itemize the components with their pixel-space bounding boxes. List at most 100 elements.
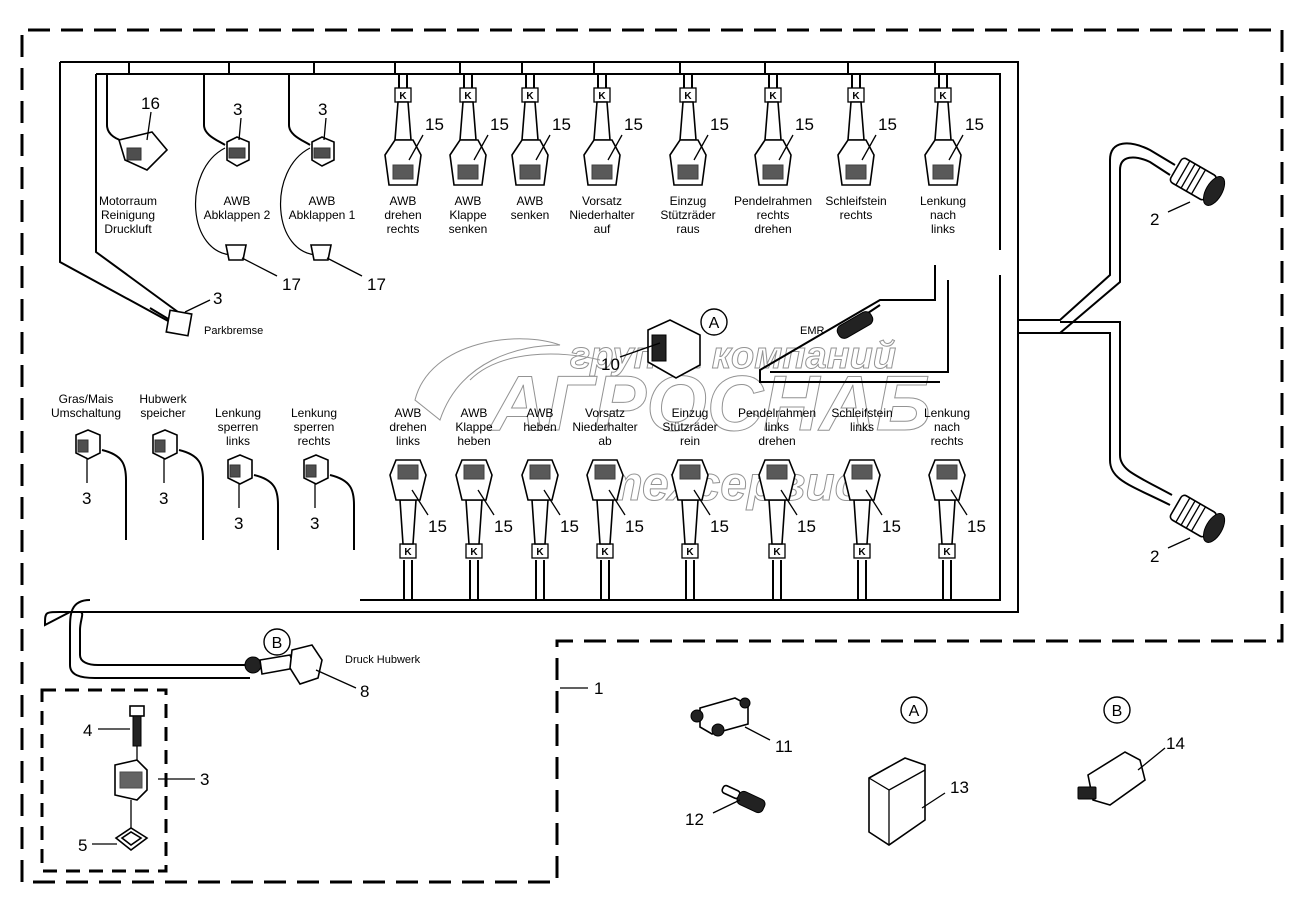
connector-label: Einzug <box>672 406 709 420</box>
seal[interactable]: 5 <box>78 827 149 855</box>
connector-label: Pendelrahmen <box>734 194 812 208</box>
cable-boot-icon <box>596 499 614 545</box>
part-number: 3 <box>213 289 222 308</box>
pressure-sensor-icon <box>225 244 247 261</box>
callout-letter: B <box>272 635 283 652</box>
sub-part-number: 17 <box>282 275 301 294</box>
connector-label: Klappe <box>455 420 493 434</box>
cable-boot-icon <box>593 101 611 141</box>
druck-hubwerk-label: Druck Hubwerk <box>345 654 421 666</box>
connector-label: Niederhalter <box>569 208 634 222</box>
sub-part-number: 17 <box>367 275 386 294</box>
connector-label: Niederhalter <box>572 420 637 434</box>
connector-label: rechts <box>757 208 790 222</box>
connector-label: raus <box>676 222 699 236</box>
branch-riser <box>857 560 867 600</box>
part-13-module[interactable]: A 13 <box>868 696 969 846</box>
connector-label: sperren <box>218 420 259 434</box>
k-marker-label: K <box>470 547 478 558</box>
k-marker-label: K <box>404 547 412 558</box>
connector-label: Einzug <box>670 194 707 208</box>
part-number: 15 <box>624 115 643 134</box>
connector-label: speicher <box>140 406 185 420</box>
connector-label: links <box>396 434 420 448</box>
part-14-pressure-switch[interactable]: B 14 <box>1077 696 1185 806</box>
part-number: 15 <box>795 115 814 134</box>
branch-riser <box>942 560 952 600</box>
part-number: 15 <box>710 115 729 134</box>
parkbremse-connector[interactable]: 3 Parkbremse <box>149 289 263 337</box>
branch-riser <box>600 560 610 600</box>
k-marker-label: K <box>684 91 692 102</box>
t-adapter-icon <box>699 697 749 735</box>
t-adapter[interactable]: 11 <box>690 697 793 756</box>
part-number: 16 <box>141 94 160 113</box>
main-connector-top[interactable]: 2 <box>1150 155 1229 229</box>
connector-label: rechts <box>298 434 331 448</box>
connector-label: Druckluft <box>104 222 152 236</box>
pressure-switch-icon <box>1087 751 1146 806</box>
connector-label: Abklappen 1 <box>289 208 356 222</box>
callout-circle-b <box>263 628 291 656</box>
bolt[interactable]: 4 <box>83 705 145 747</box>
connector-label: rechts <box>840 208 873 222</box>
ring-icon <box>244 656 262 674</box>
connector-label: links <box>226 434 250 448</box>
part-number: 14 <box>1166 734 1185 753</box>
connector-label: senken <box>511 208 550 222</box>
cable-boot-icon <box>399 499 417 545</box>
connector-label: AWB <box>395 406 422 420</box>
callout-circle-a <box>700 308 728 336</box>
emr-connector[interactable]: EMR <box>800 304 881 341</box>
k-marker-label: K <box>536 547 544 558</box>
connector-label: drehen <box>389 420 426 434</box>
main-connector-bottom[interactable]: 2 <box>1150 492 1229 566</box>
k-marker-label: K <box>598 91 606 102</box>
kit-connector[interactable]: 3 <box>114 759 209 801</box>
connector-label: Lenkung <box>924 406 970 420</box>
part-number: 3 <box>159 489 168 508</box>
callout-letter: A <box>709 315 720 332</box>
plug[interactable]: 12 <box>685 784 767 829</box>
callout-circle-a <box>900 696 928 724</box>
emr-plug-icon <box>836 311 874 339</box>
connector-label: senken <box>449 222 488 236</box>
watermark-line3: техсервис <box>600 458 861 511</box>
diagnostic-connector[interactable]: 10 A <box>601 308 728 379</box>
druck-hubwerk-connector[interactable]: 8 Druck Hubwerk B <box>244 628 421 701</box>
pressure-sensor-icon <box>310 244 332 261</box>
watermark: группа компаний АГРОСНАБ техсервис <box>414 335 932 512</box>
connector-label: drehen <box>384 208 421 222</box>
module-box-icon <box>868 757 926 846</box>
k-marker-label: K <box>686 547 694 558</box>
pin-block-icon <box>651 334 667 362</box>
part-number: 12 <box>685 810 704 829</box>
detail-kit-boundary <box>40 688 168 873</box>
connector-label: nach <box>930 208 956 222</box>
part-number: 15 <box>965 115 984 134</box>
